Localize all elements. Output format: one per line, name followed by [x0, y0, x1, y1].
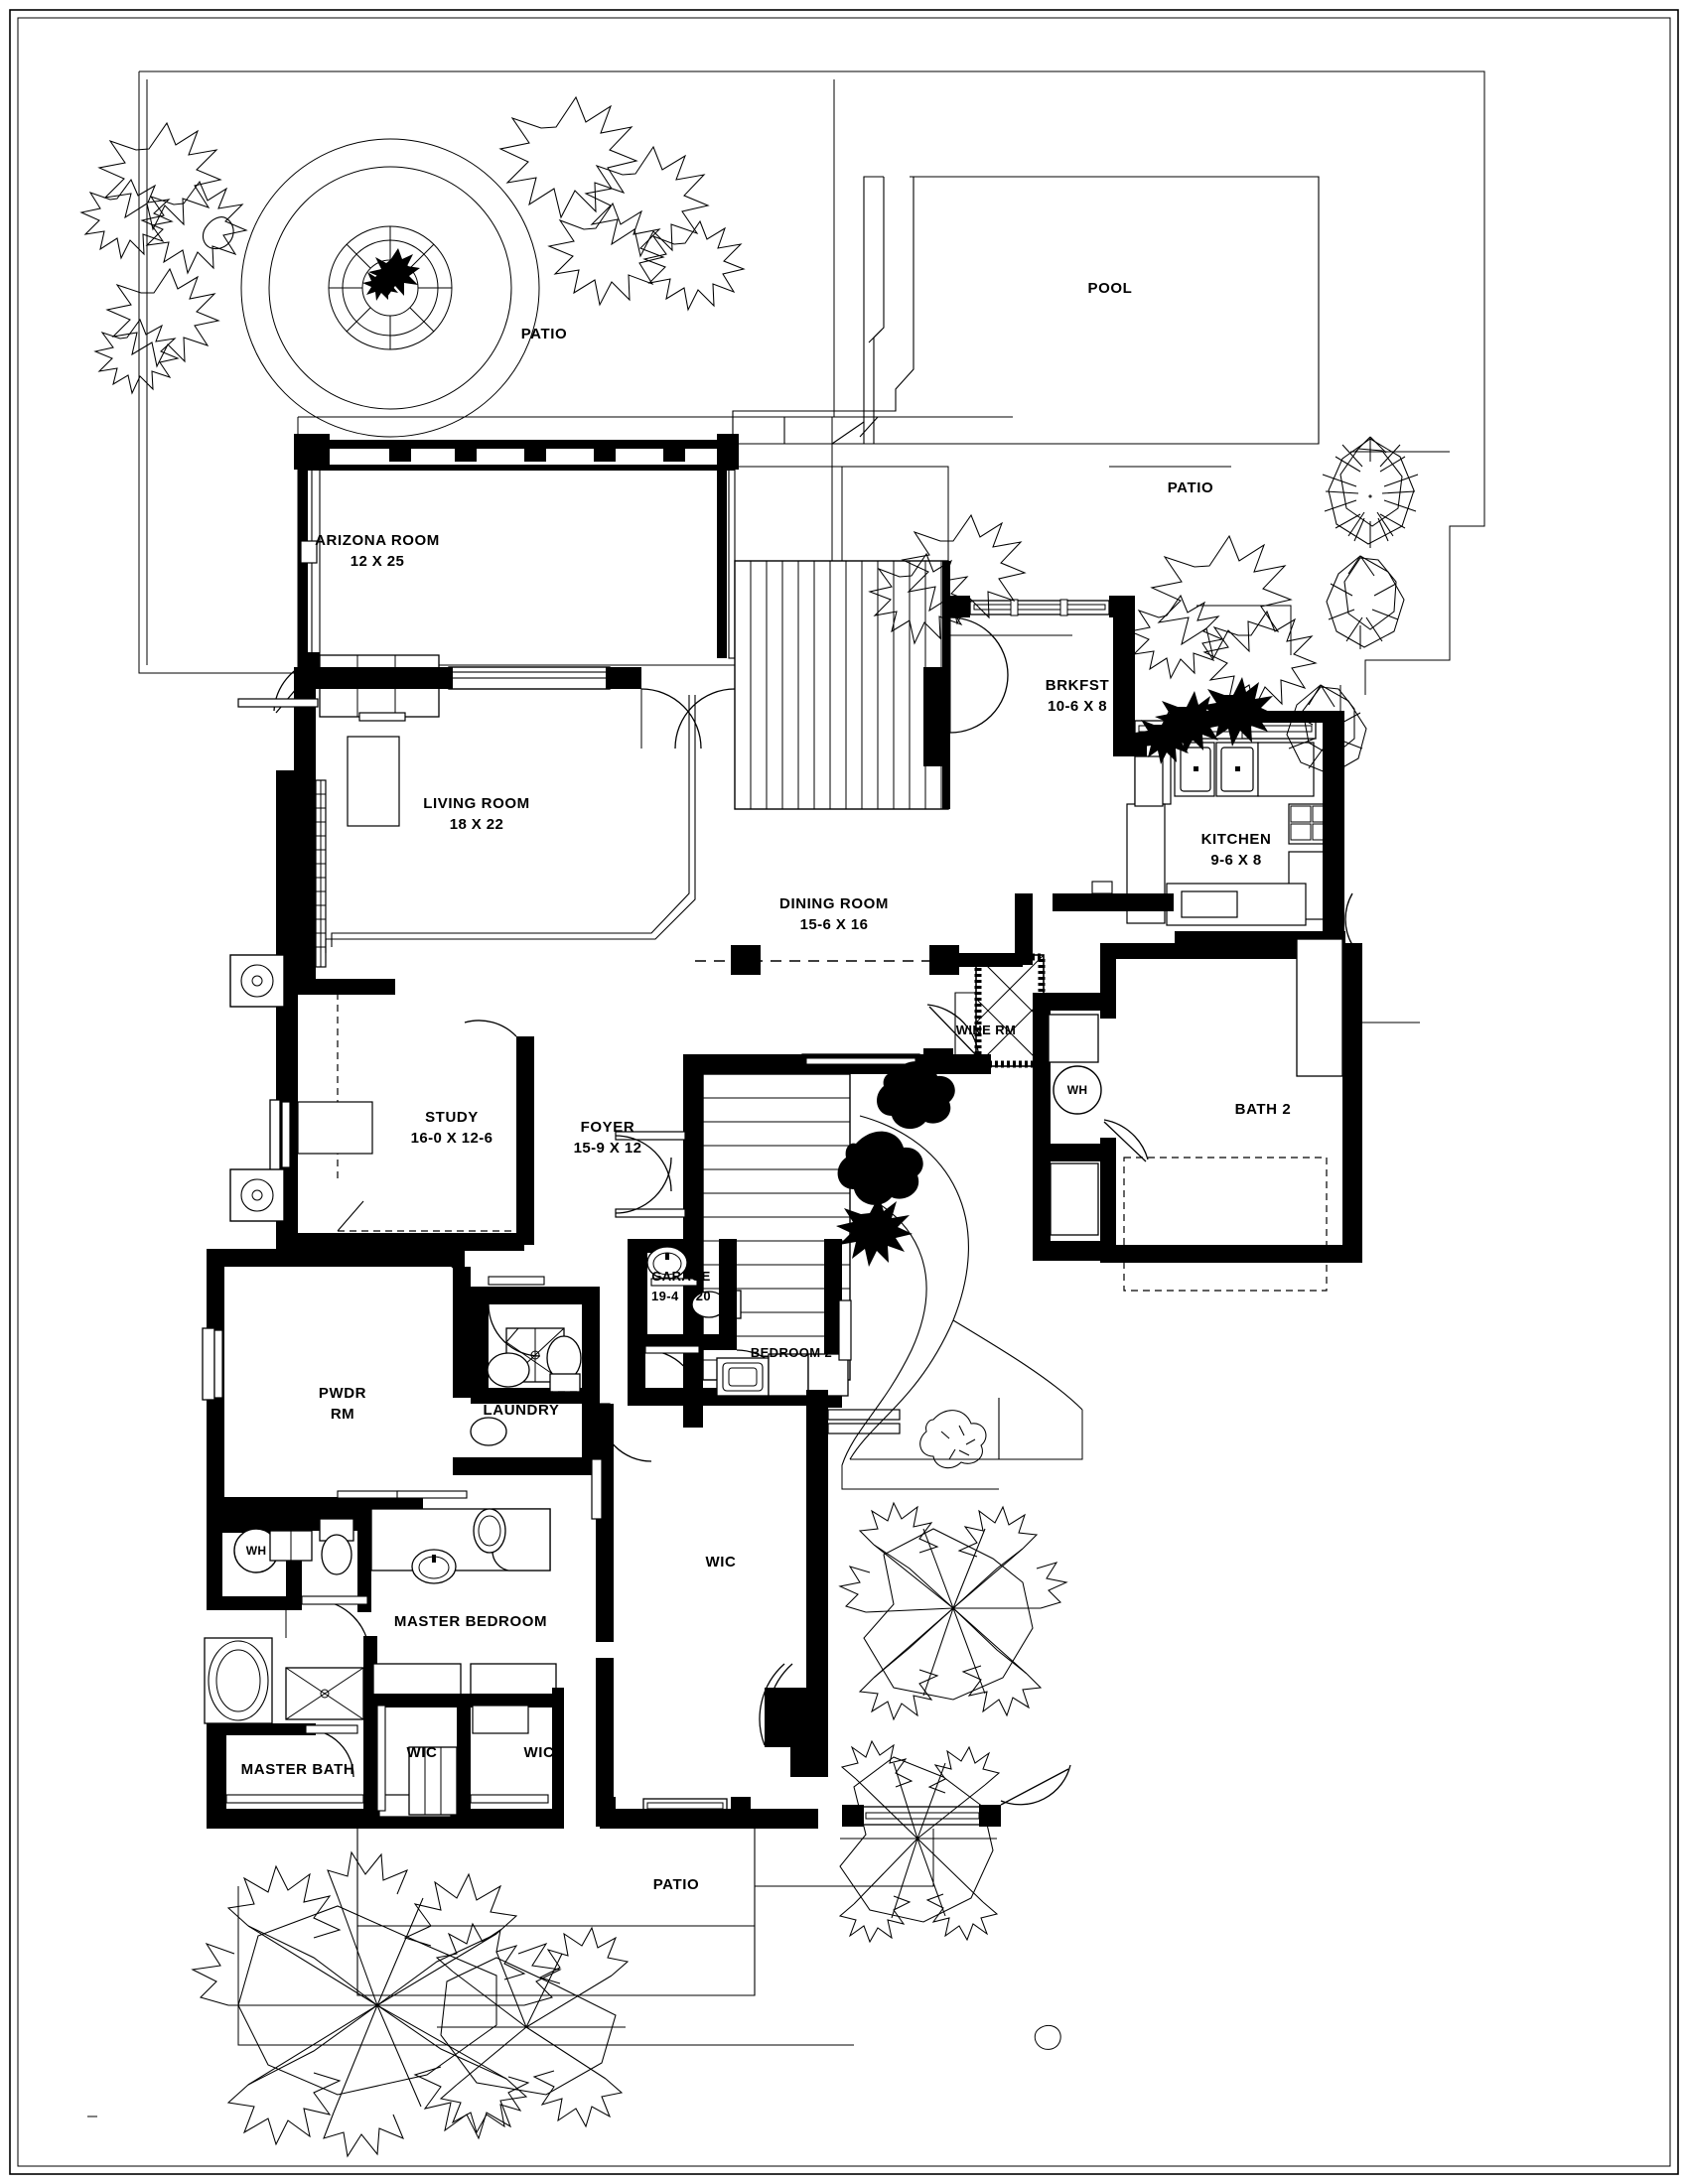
tree-icon-ur2 — [1326, 555, 1405, 649]
wic-right-label: WIC — [524, 1744, 555, 1761]
car-icon — [1123, 1157, 1328, 1292]
master-bedroom-walls — [591, 1390, 901, 1829]
left-fixtures — [229, 954, 285, 1222]
mud-hall: WH — [1033, 993, 1149, 1261]
wic-mid-label: WIC — [407, 1744, 438, 1761]
sink-icon-3 — [411, 1549, 457, 1584]
wic-left-label: MASTER BATH — [241, 1761, 355, 1778]
foyer-label: FOYER — [581, 1119, 635, 1136]
wine-room-label: WINE RM — [956, 1023, 1017, 1037]
laundry-label: BEDROOM 2 — [751, 1345, 832, 1360]
bathtub-icon — [204, 1637, 273, 1724]
tree-icon-bottom-left — [191, 1850, 562, 2158]
cactus-icon-kitchen — [1135, 677, 1276, 764]
tree-icon-tl1 — [79, 121, 248, 275]
tree-icon-lower-right — [838, 1501, 1068, 1721]
laundry-walls — [628, 1239, 852, 1408]
study-label: STUDY — [425, 1109, 479, 1126]
sink-icon-4 — [473, 1508, 506, 1554]
kitchen-label: KITCHEN — [1201, 831, 1272, 848]
bedroom2-label: PWDR — [319, 1385, 366, 1402]
powder-room-label-2: 19-4 X 20 — [651, 1289, 711, 1303]
sink-icon — [487, 1352, 530, 1388]
living-room-bay — [325, 695, 696, 953]
arizona-room-label: ARIZONA ROOM — [315, 532, 440, 549]
living-room-dim: 18 X 22 — [450, 816, 504, 833]
dining-room-label: DINING ROOM — [779, 895, 889, 912]
bedroom2-dim: RM — [331, 1406, 354, 1423]
arizona-room-dim: 12 X 25 — [351, 553, 405, 570]
living-room-label: LIVING ROOM — [423, 795, 529, 812]
shrub-icon-path — [919, 1410, 987, 1469]
kitchen-dim: 9-6 X 8 — [1210, 852, 1261, 869]
tree-icon-bottom-left2 — [435, 1922, 630, 2134]
fireplace-living-label: FP — [288, 830, 305, 845]
ground-detail — [87, 2024, 1061, 2117]
bedroom2-walls — [202, 1249, 471, 1517]
water-heater-garage-label: WH — [1067, 1083, 1088, 1097]
tree-icon-ur3 — [1286, 684, 1367, 775]
sheet-border — [9, 9, 1679, 2175]
garage-label: BATH 2 — [1235, 1101, 1292, 1118]
north-patio-terrace — [240, 138, 540, 438]
bath2-walls — [453, 1276, 652, 1475]
slatted-terrace — [734, 466, 949, 810]
pool-label: POOL — [1088, 280, 1133, 297]
toilet-icon-3 — [319, 1518, 354, 1575]
master-bath-label: MASTER BEDROOM — [394, 1613, 547, 1630]
east-patio-label: PATIO — [1168, 479, 1214, 496]
bath2-label: LAUNDRY — [484, 1402, 560, 1419]
master-bath-walls: WH — [204, 1508, 551, 1765]
dining-room-dim: 15-6 X 16 — [800, 916, 869, 933]
garage-walls — [1100, 938, 1362, 1292]
north-patio-label: PATIO — [521, 326, 568, 342]
shrub-icon-foyer1 — [877, 1061, 955, 1130]
south-patio-label: PATIO — [653, 1876, 700, 1893]
water-heater-master-label: WH — [246, 1544, 267, 1558]
water-heater-icon — [1053, 1065, 1102, 1115]
dining-room-walls — [695, 667, 1033, 975]
toilet-icon — [546, 1335, 582, 1393]
shrub-icon-dining-s — [837, 1131, 923, 1205]
entry-walkway — [841, 1115, 1083, 1490]
wic-walls — [207, 1663, 564, 1829]
shrub-icon-patio-east — [1128, 534, 1318, 711]
shower-icon-2 — [285, 1667, 364, 1720]
shrub-icon-tl2 — [93, 267, 220, 395]
north-patio-edge — [298, 416, 833, 666]
south-patio — [237, 1764, 1071, 2046]
tree-icon-ur1 — [1322, 436, 1419, 548]
study-dim: 16-0 X 12-6 — [411, 1130, 493, 1147]
sink-icon-2 — [470, 1417, 507, 1446]
shrub-icon-foyer2 — [836, 1196, 913, 1267]
tree-icon-tc — [498, 95, 746, 312]
wine-room — [926, 953, 1046, 1068]
breakfast-label: BRKFST — [1046, 677, 1109, 694]
master-bedroom-label: WIC — [706, 1554, 737, 1570]
powder-room-label: GARAGE — [651, 1269, 710, 1284]
foyer-dim: 15-9 X 12 — [574, 1140, 642, 1157]
tree-icon-lower-right2 — [838, 1739, 1001, 1944]
shrub-icon-brkfst — [868, 513, 1027, 645]
fountain-icon — [362, 248, 420, 301]
breakfast-dim: 10-6 X 8 — [1048, 698, 1107, 715]
fireplace-master-label: FP — [793, 1688, 810, 1703]
living-room-walls — [237, 666, 926, 979]
